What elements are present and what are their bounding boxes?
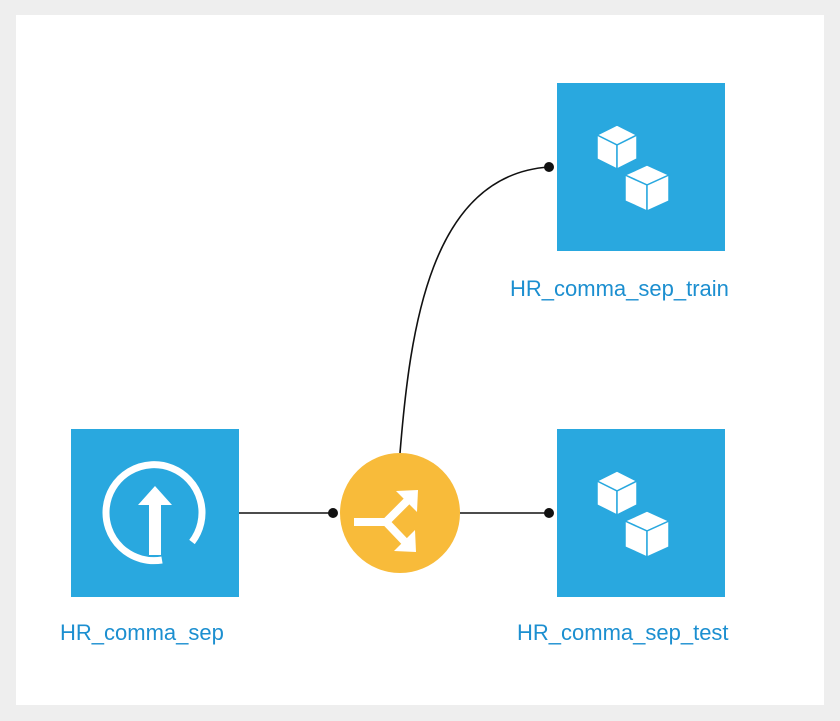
- dataset-label-train[interactable]: HR_comma_sep_train: [510, 276, 729, 301]
- edge-split-to-train: [399, 166, 550, 454]
- edge-endpoint-dot: [544, 508, 554, 518]
- dataset-node-source[interactable]: [71, 429, 239, 597]
- split-icon: [354, 490, 418, 552]
- dataset-label-test[interactable]: HR_comma_sep_test: [517, 620, 729, 645]
- split-recipe-node[interactable]: [340, 453, 460, 573]
- cubes-icon: [595, 470, 671, 559]
- edge-endpoint-dot: [544, 162, 554, 172]
- dataset-label-source[interactable]: HR_comma_sep: [60, 620, 224, 645]
- dataset-node-test[interactable]: [557, 429, 725, 597]
- cubes-icon: [595, 124, 671, 213]
- edge-endpoint-dot: [328, 508, 338, 518]
- upload-icon: [102, 461, 206, 565]
- dataset-node-train[interactable]: [557, 83, 725, 251]
